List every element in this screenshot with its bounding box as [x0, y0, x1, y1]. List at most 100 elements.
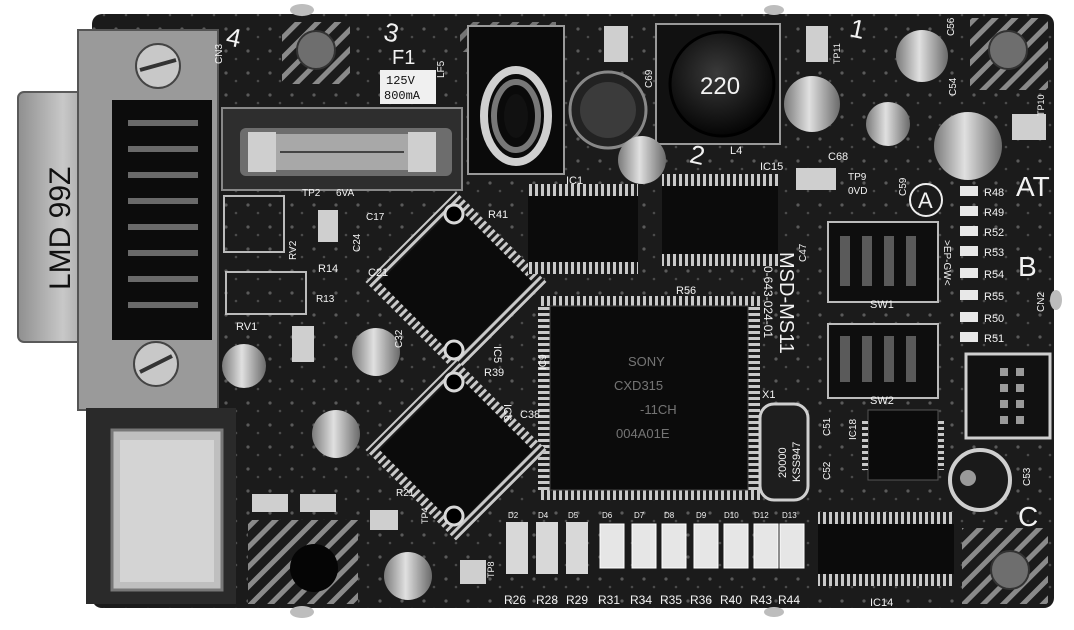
- ethernet-jack: [86, 408, 236, 604]
- svg-text:C54: C54: [948, 77, 959, 96]
- chip-ic18: [862, 409, 944, 481]
- chip-ic1: [528, 184, 638, 274]
- connector-label: LMD 99Z: [44, 167, 77, 290]
- inductor-lf5: [467, 25, 565, 175]
- svg-text:KSS947: KSS947: [791, 442, 803, 482]
- capacitor: [784, 76, 840, 132]
- pin-header-cn2: [964, 352, 1052, 440]
- chip-ic15: [662, 174, 778, 266]
- svg-text:A: A: [918, 188, 933, 213]
- svg-text:R13: R13: [316, 294, 335, 305]
- svg-text:R54: R54: [984, 269, 1004, 281]
- svg-text:R48: R48: [984, 187, 1004, 199]
- main-processor-chip: SONY CXD315 -11CH 004A01E: [538, 296, 760, 500]
- svg-text:SONY: SONY: [628, 354, 665, 369]
- svg-text:C56: C56: [946, 17, 957, 36]
- resistor-column: [960, 186, 978, 342]
- connector-cn3: LMD 99Z: [17, 29, 219, 411]
- mount-hole-bottom-left: [248, 520, 358, 604]
- capacitor-c53: [948, 448, 1012, 512]
- svg-text:IC6: IC6: [501, 404, 513, 421]
- svg-text:C21: C21: [368, 267, 388, 279]
- svg-text:800mA: 800mA: [384, 89, 421, 103]
- svg-text:C51: C51: [822, 417, 833, 436]
- capacitor: [312, 410, 360, 458]
- svg-text:R44: R44: [778, 593, 800, 607]
- svg-text:C: C: [1018, 501, 1038, 532]
- svg-text:D2: D2: [508, 511, 519, 520]
- svg-text:R43: R43: [750, 593, 772, 607]
- svg-text:C53: C53: [1022, 467, 1033, 486]
- svg-text:D6: D6: [602, 511, 613, 520]
- mount-hole-top-right: [970, 18, 1048, 90]
- svg-text:3: 3: [381, 16, 401, 48]
- svg-text:C38: C38: [520, 409, 540, 421]
- mount-tab: [1050, 290, 1062, 310]
- svg-text:-11CH: -11CH: [640, 402, 677, 417]
- svg-text:LF5: LF5: [436, 60, 447, 78]
- svg-text:IC14: IC14: [870, 597, 893, 609]
- svg-text:D4: D4: [538, 511, 549, 520]
- svg-text:D8: D8: [664, 511, 675, 520]
- svg-text:SW1: SW1: [870, 299, 894, 311]
- svg-text:RV1: RV1: [236, 321, 257, 333]
- chip-ic14: [818, 512, 954, 586]
- svg-text:R29: R29: [566, 593, 588, 607]
- svg-text:20000: 20000: [777, 447, 789, 478]
- svg-text:TP2: TP2: [302, 188, 321, 199]
- svg-text:R34: R34: [630, 593, 652, 607]
- svg-text:D13: D13: [782, 511, 797, 520]
- svg-text:R53: R53: [984, 247, 1004, 259]
- svg-text:IC15: IC15: [760, 161, 783, 173]
- mount-hole-top-left: [282, 22, 350, 84]
- svg-text:0VD: 0VD: [848, 186, 867, 197]
- svg-text:TP4: TP4: [420, 507, 430, 524]
- svg-text:125V: 125V: [386, 74, 416, 88]
- diode-labels: D2 D4 D5 D6 D7 D8 D9 D10 D12 D13: [508, 511, 797, 520]
- capacitor: [222, 344, 266, 388]
- mount-tab: [764, 5, 784, 15]
- bottom-resistor-labels: R26 R28 R29 R31 R34 R35 R36 R40 R43 R44: [504, 593, 800, 607]
- svg-text:R49: R49: [984, 207, 1004, 219]
- svg-text:6VA: 6VA: [336, 188, 354, 199]
- svg-text:R50: R50: [984, 313, 1004, 325]
- svg-text:D7: D7: [634, 511, 645, 520]
- svg-text:MSD-MS11: MSD-MS11: [775, 252, 797, 354]
- svg-text:R14: R14: [318, 263, 338, 275]
- svg-text:R39: R39: [484, 367, 504, 379]
- svg-text:TP9: TP9: [848, 172, 867, 183]
- capacitor: [866, 102, 910, 146]
- svg-text:SW2: SW2: [870, 395, 894, 407]
- svg-text:R26: R26: [504, 593, 526, 607]
- svg-text:IC9: IC9: [538, 354, 549, 370]
- svg-text:C59: C59: [898, 177, 909, 196]
- svg-text:F1: F1: [392, 47, 415, 69]
- svg-text:L4: L4: [730, 145, 742, 157]
- capacitor: [618, 136, 666, 184]
- mount-hole-bottom-right: [962, 528, 1048, 604]
- svg-text:AT: AT: [1016, 171, 1050, 202]
- fuse-rating: 125V 800mA: [380, 70, 436, 104]
- svg-text:2: 2: [687, 139, 707, 171]
- svg-text:C17: C17: [366, 212, 385, 223]
- svg-text:IC5: IC5: [491, 346, 503, 363]
- crystal-x1: 20000 KSS947: [758, 402, 810, 502]
- svg-text:C68: C68: [828, 151, 848, 163]
- capacitor: [568, 70, 648, 150]
- fuse-f1: [221, 107, 463, 191]
- svg-text:IC1: IC1: [566, 175, 583, 187]
- mount-tab: [764, 607, 784, 617]
- svg-text:TP10: TP10: [1036, 94, 1046, 116]
- silkscreen-labels: 4 3 1 2 F1 CN3 LF5 C69 L4 C68 C59 C56 C5…: [214, 13, 1050, 609]
- svg-text:C47: C47: [798, 243, 809, 262]
- inductor-l4: 220: [655, 23, 781, 145]
- svg-text:RV2: RV2: [288, 240, 299, 260]
- chip-ic6: [365, 359, 547, 541]
- svg-text:4: 4: [224, 21, 244, 53]
- svg-text:B: B: [1018, 251, 1037, 282]
- mount-tab: [290, 4, 314, 16]
- svg-text:220: 220: [700, 73, 740, 100]
- led-row: [506, 522, 805, 574]
